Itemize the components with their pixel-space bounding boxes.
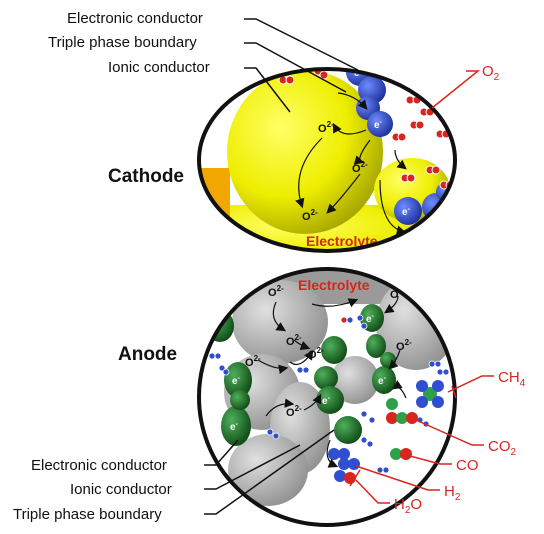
svg-text:CH4: CH4 (498, 369, 526, 389)
anode-electronic-particles (206, 304, 396, 446)
svg-text:e-: e- (374, 119, 383, 131)
svg-text:H2: H2 (444, 483, 461, 503)
cathode-leader-lines (244, 18, 359, 113)
anode-electrolyte-label: Electrolyte (298, 277, 370, 293)
cathode-o2-callout: O2 (431, 63, 500, 109)
o2-label-base: O (482, 63, 494, 80)
co2-label-base: CO (488, 438, 511, 455)
svg-text:e-: e- (230, 421, 239, 433)
co2-callout: CO2 (415, 419, 517, 458)
h2-molecules (328, 448, 360, 470)
co2-label-sub: 2 (511, 447, 517, 458)
cathode-ionic-grain (227, 70, 383, 234)
anode-title: Anode (118, 344, 177, 365)
ch4-molecule (416, 380, 444, 408)
svg-text:e-: e- (232, 375, 241, 387)
cathode-cell: O2- O2- O2- O2- e- e- e- Electrolyte (197, 67, 457, 253)
co2-molecule (386, 398, 418, 424)
svg-text:CO2: CO2 (488, 438, 517, 458)
o2-label-sub: 2 (494, 72, 500, 83)
anode-label-electronic-conductor: Electronic conductor (31, 457, 167, 474)
anode-cell: O2- O2- O2- O2- O2- O2- O2- e- e- e- e- … (197, 267, 457, 527)
h2o-label-sub: 2 (405, 505, 411, 516)
h2-label-base: H (444, 483, 455, 500)
co-molecule (390, 448, 412, 460)
anode-reaction-arrows (257, 295, 407, 468)
anode-label-ionic-conductor: Ionic conductor (70, 481, 172, 498)
cathode-label-ionic-conductor: Ionic conductor (108, 59, 210, 76)
anode-electrons: e- e- e- e- e- (230, 313, 387, 433)
ch4-label-sub: 4 (520, 378, 526, 389)
h2o-label-base: H (394, 496, 405, 513)
anode-gas-molecules (208, 314, 450, 474)
cathode-electrolyte-label: Electrolyte (306, 233, 378, 249)
h2-label-sub: 2 (455, 492, 461, 503)
cathode-title: Cathode (108, 166, 184, 187)
h2o-label-tail: O (410, 496, 422, 513)
svg-text:e-: e- (402, 206, 411, 218)
anode-label-triple-phase-boundary: Triple phase boundary (13, 506, 162, 523)
svg-text:e-: e- (322, 395, 331, 407)
cathode-reaction-arrows (295, 92, 407, 235)
cathode-label-triple-phase-boundary: Triple phase boundary (48, 34, 197, 51)
svg-text:e-: e- (378, 375, 387, 387)
ch4-callout: CH4 (447, 369, 526, 399)
h2o-callout: H2O (349, 469, 422, 516)
oxide-ion-charge: 2- (327, 120, 334, 129)
svg-text:O2: O2 (482, 63, 500, 83)
co-label: CO (456, 457, 479, 474)
h2-callout: H2 (355, 465, 461, 503)
ch4-label-base: CH (498, 369, 520, 386)
cathode-label-electronic-conductor: Electronic conductor (67, 10, 203, 27)
anode-leader-lines (204, 429, 335, 515)
svg-text:H2O: H2O (394, 496, 422, 516)
svg-text:e-: e- (366, 313, 375, 325)
co-callout: CO (409, 455, 479, 474)
